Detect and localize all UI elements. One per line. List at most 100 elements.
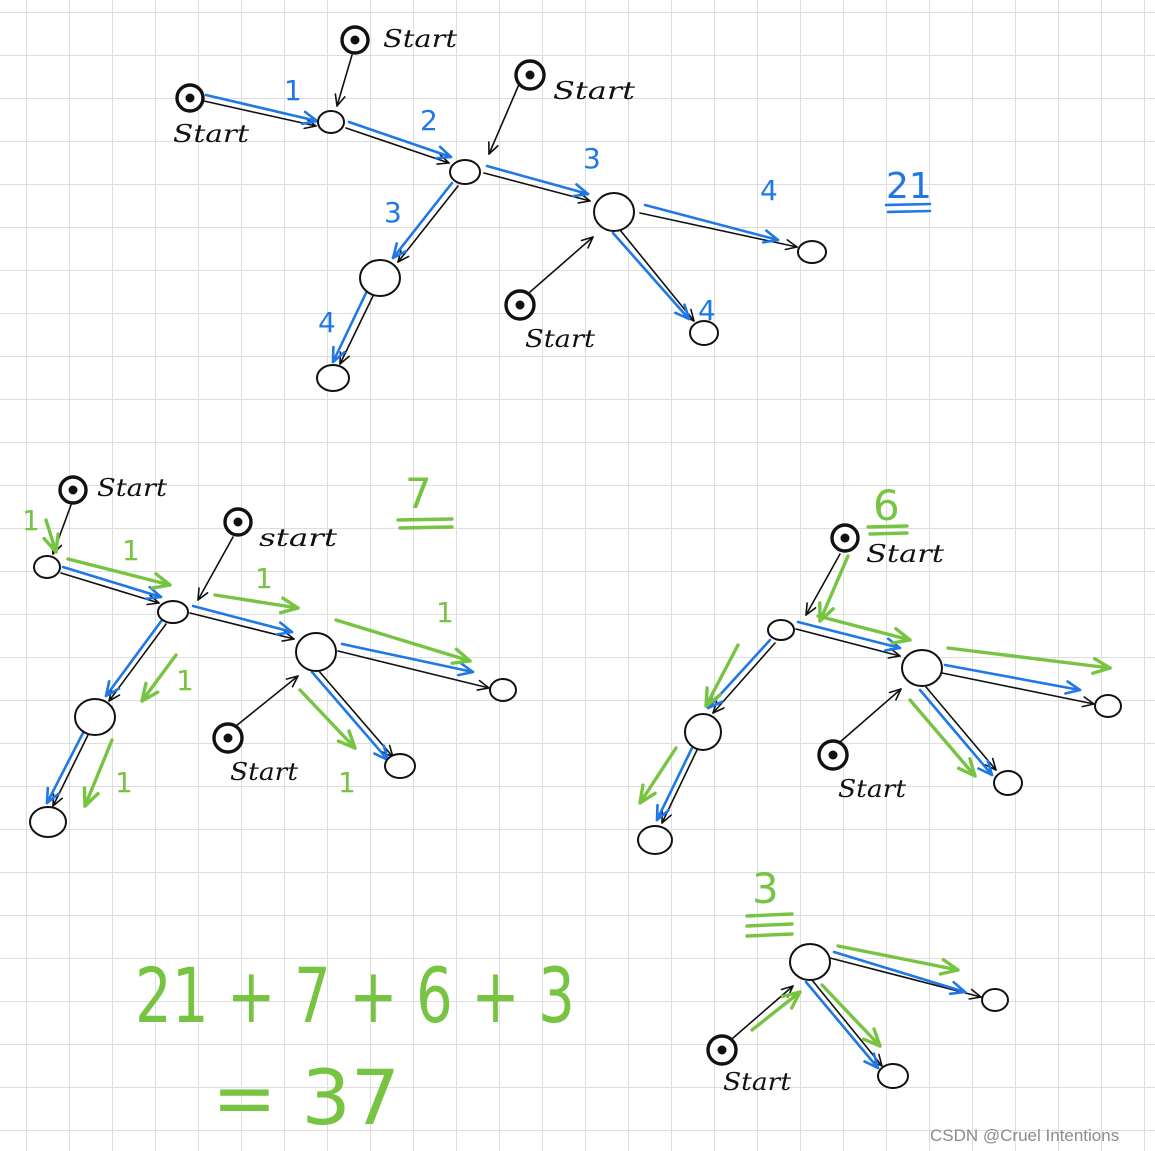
left-edge-start3-to-m3-arrowhead: [285, 675, 299, 688]
step-label: 4: [698, 294, 716, 327]
top-edge-start-c-to-n2-arrowhead: [487, 141, 499, 155]
top-blue-arrow-n3-to-n6: [643, 203, 780, 242]
start-label: Start: [553, 77, 635, 105]
left-green-arrow-m2-to-m3-arrowhead: [278, 596, 300, 615]
start-node: [340, 25, 370, 55]
left-edge-start2-to-m2-arrowhead: [197, 587, 209, 601]
count-label: 1: [122, 534, 140, 567]
tree-node: [157, 600, 189, 624]
step-label: 3: [384, 196, 402, 229]
left-green-arrow-m2-to-m4: [140, 653, 178, 703]
right-green-arrow-r1-to-r3: [704, 643, 740, 708]
top-edge-start-c-to-n2: [488, 81, 521, 155]
start-node-dot: [840, 533, 850, 543]
right-green-arrow-r2-to-r5: [946, 646, 1112, 670]
right-edge-start2-to-r2: [839, 688, 902, 743]
left-green-arrow-m3-to-m7-arrowhead: [336, 729, 357, 750]
top-blue-arrow-n4-to-n5: [331, 291, 368, 364]
right-edge-r2-to-r6: [925, 686, 997, 771]
right-edge-start2-to-r2-arrowhead: [888, 688, 902, 701]
left-green-arrow-m2-to-m4-arrowhead: [140, 681, 160, 703]
left-edge-m3-to-m6: [337, 650, 490, 689]
bottom-edge-start-to-b1: [732, 985, 794, 1039]
left-blue-arrow-m4-to-m5-arrowhead: [45, 786, 61, 805]
leaf-node: [316, 364, 350, 392]
start-label: start: [259, 524, 337, 552]
start-node-dot: [828, 750, 838, 760]
bottom-green-arrow-b1-to-b3-arrowhead: [861, 1027, 882, 1048]
bottom-blue-arrow-b1-to-b3-arrowhead: [863, 1052, 880, 1070]
tree-node: [359, 259, 401, 297]
left-edge-m1-to-m2: [60, 572, 160, 604]
top-blue-arrow-n2-to-n4: [391, 181, 454, 260]
start-node: [504, 289, 536, 321]
bottom-blue-arrow-b1-to-b3: [804, 980, 880, 1070]
top-blue-arrow-n4-to-n5-arrowhead: [331, 345, 346, 364]
left-green-arrow-m1-to-m2-arrowhead: [150, 572, 172, 590]
start-node: [706, 1034, 738, 1066]
right-green-arrow-r1-to-r3-arrowhead: [704, 686, 722, 708]
left-green-arrow-m1-to-m2: [66, 557, 172, 587]
start-node: [175, 83, 205, 113]
right-edge-start1-to-r1-arrowhead: [805, 602, 817, 616]
leaf-node: [689, 320, 719, 346]
start-node-dot: [223, 733, 233, 743]
start-node: [514, 59, 546, 91]
sum-equation: 21 + 7 + 6 + 3 = 37: [135, 951, 575, 1142]
left-edge-m3-to-m6-arrowhead: [476, 679, 490, 691]
panel-top: Start Start Start Start 1 2 3 3 4 4 4 21: [173, 25, 932, 392]
panel-middle-left: Start start Start 1 1 1 1 1 1 1 7: [22, 469, 517, 838]
right-green-arrow-r2-to-r6-arrowhead: [957, 757, 977, 778]
top-edge-start-b-to-n1: [336, 54, 353, 107]
leaf-node: [489, 678, 517, 702]
top-edge-n3-to-n7: [619, 229, 695, 322]
step-label: 1: [284, 74, 302, 107]
start-node-dot: [717, 1045, 727, 1055]
leaf-node: [1094, 694, 1122, 718]
left-blue-arrow-m2-to-m3-arrowhead: [275, 621, 294, 636]
right-edge-start1-to-r1: [805, 553, 841, 616]
step-label: 4: [318, 306, 336, 339]
count-label: 1: [338, 766, 356, 799]
right-green-arrow-r1-to-r2: [816, 614, 912, 642]
bottom-green-arrow-b1-to-b2: [836, 944, 960, 972]
top-blue-arrow-n2-to-n3: [485, 164, 590, 196]
tree-node: [767, 619, 795, 641]
right-blue-arrow-r2-to-r6-arrowhead: [977, 759, 994, 777]
right-blue-arrow-r2-to-r5-arrowhead: [1064, 680, 1082, 695]
top-blue-arrow-n1-to-n2: [347, 120, 453, 159]
left-green-arrow-m4-to-m5: [83, 738, 114, 808]
top-edge-start-b-to-n1-arrowhead: [334, 93, 346, 107]
leaf-node: [981, 988, 1009, 1012]
bottom-edge-b1-to-b3: [811, 979, 883, 1067]
top-blue-arrow-n2-to-n3-arrowhead: [571, 183, 590, 198]
start-node-dot: [515, 300, 525, 310]
left-edge-m2-to-m3-arrowhead: [281, 630, 295, 642]
start-node-dot: [350, 35, 360, 45]
left-green-arrow-m3-to-m6: [334, 618, 472, 663]
count-label: 1: [176, 664, 194, 697]
panel-total: 7: [405, 469, 432, 518]
bottom-blue-arrow-b1-to-b2: [832, 950, 967, 994]
start-label: Start: [866, 540, 944, 568]
top-edge-start-d-to-n3: [529, 236, 594, 293]
right-edge-r1-to-r2: [795, 628, 901, 657]
left-blue-arrow-m1-to-m2: [61, 565, 163, 599]
bottom-blue-arrow-b1-to-b2-arrowhead: [948, 980, 967, 996]
leaf-node: [637, 825, 673, 855]
top-blue-arrow-n2-to-n4-arrowhead: [391, 242, 408, 260]
start-node-dot: [233, 517, 243, 527]
left-blue-arrow-m1-to-m2-arrowhead: [144, 585, 163, 601]
right-green-arrow-start1-to-r1-arrowhead: [818, 601, 835, 623]
top-edge-n1-to-n2: [345, 127, 450, 164]
left-edge-start2-to-m2: [197, 536, 234, 601]
start-node-dot: [68, 485, 78, 495]
panel-middle-right: Start Start 6: [637, 481, 1122, 855]
total-underline: [866, 524, 909, 536]
right-green-arrow-r2-to-r5-arrowhead: [1091, 657, 1112, 675]
total-underline: [884, 202, 932, 214]
top-blue-arrow-start-a-to-n1: [204, 93, 319, 123]
start-node: [212, 722, 244, 754]
right-blue-arrow-r3-to-r4: [655, 746, 694, 822]
